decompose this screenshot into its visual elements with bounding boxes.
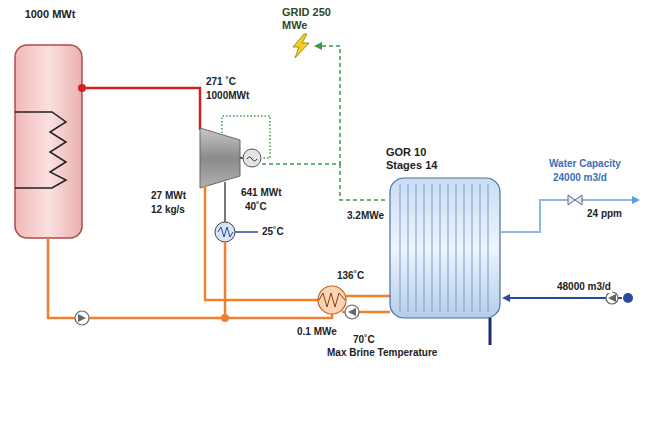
- valve: [568, 195, 582, 205]
- power-to-grid-line: [262, 46, 340, 164]
- med-stage-line: [408, 184, 409, 312]
- node-text: GRID 250 MWe: [282, 6, 332, 32]
- value-label: 271 ˚C: [205, 76, 237, 88]
- pump-symbol: [608, 294, 616, 302]
- med-unit: [390, 178, 500, 318]
- node-text: GOR 10 Stages 14: [386, 146, 441, 172]
- med-stage-line: [456, 184, 457, 312]
- med-stages: [400, 184, 488, 312]
- seawater-intake-dot: [623, 293, 633, 303]
- value-label: 48000 m3/d: [556, 281, 612, 293]
- reactor-vessel: [15, 45, 82, 238]
- value-label: 24 ppm: [586, 208, 623, 220]
- med-stage-line: [472, 184, 473, 312]
- cooling-water-line: [235, 231, 258, 233]
- seawater-line: [504, 297, 622, 299]
- merge-dot: [221, 314, 229, 322]
- extraction-steam-line: [205, 186, 318, 300]
- brine-outlet: [489, 318, 492, 345]
- feed-pump: [75, 311, 89, 325]
- turbine: [200, 128, 240, 188]
- value-label: 12 kg/s: [150, 204, 186, 216]
- med-stage-line: [488, 184, 489, 312]
- value-label: 24000 m3/d: [552, 172, 608, 184]
- med-stage-line: [400, 184, 401, 312]
- generator-symbol: [247, 157, 257, 161]
- pump-symbol: [78, 314, 86, 322]
- heat-exchanger: [318, 286, 346, 314]
- generator: [243, 149, 261, 167]
- med-stage-line: [424, 184, 425, 312]
- brine-pump: [345, 305, 359, 319]
- value-label: 3.2MWe: [346, 210, 385, 222]
- seawater-pump: [606, 292, 618, 304]
- med-stage-line: [448, 184, 449, 312]
- steam-line: [82, 88, 200, 130]
- value-label: 1000MWt: [205, 90, 250, 102]
- med-stage-line: [432, 184, 433, 312]
- value-label: 0.1 MWe: [296, 326, 338, 338]
- heat-exchanger-coil: [319, 293, 345, 307]
- value-label: 136˚C: [336, 270, 365, 282]
- value-label: Water Capacity: [548, 158, 622, 170]
- grid-node: GRID 250 MWe: [282, 6, 340, 60]
- value-label: Max Brine Temperature: [326, 347, 438, 359]
- condenser-coil: [218, 227, 233, 237]
- exhaust-line: [224, 182, 226, 222]
- grid-bolt-icon: [293, 34, 309, 58]
- reactor-node: 1000 MWt: [10, 8, 90, 240]
- value-label: 641 MWt: [240, 187, 283, 199]
- power-to-desal-line: [340, 164, 386, 200]
- hot-water-line: [346, 295, 390, 298]
- steam-outlet-dot: [78, 84, 86, 92]
- pump-symbol: [348, 308, 356, 316]
- node-text: 1000 MWt: [10, 8, 90, 21]
- med-stage-line: [464, 184, 465, 312]
- med-stage-line: [480, 184, 481, 312]
- value-label: 40˚C: [244, 201, 268, 213]
- reactor-core-coil: [15, 112, 66, 188]
- med-stage-line: [440, 184, 441, 312]
- value-label: 27 MWt: [150, 190, 187, 202]
- med-stage-line: [416, 184, 417, 312]
- condenser: [215, 222, 235, 242]
- condensate-line: [224, 242, 227, 318]
- desalination-node: GOR 10 Stages 14: [386, 146, 506, 320]
- feedwater-line: [48, 238, 332, 318]
- value-label: 25˚C: [261, 226, 285, 238]
- value-label: 70˚C: [352, 334, 376, 346]
- control-line: [222, 116, 270, 158]
